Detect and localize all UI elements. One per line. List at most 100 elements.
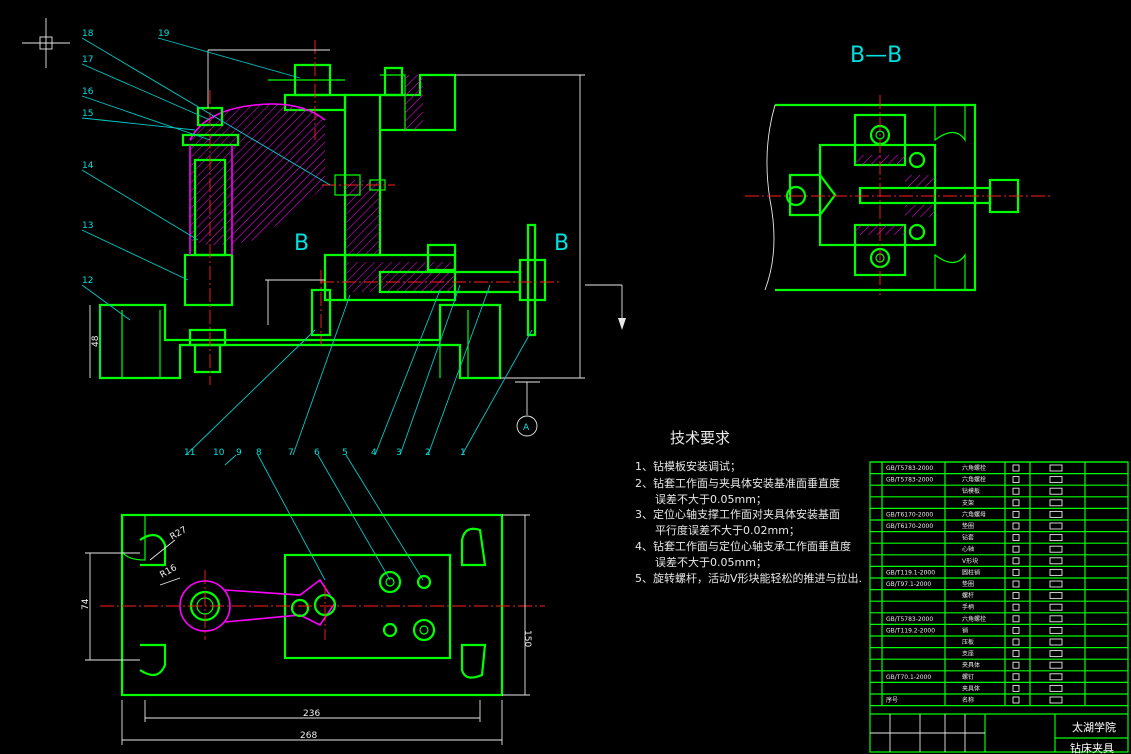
title-block-drawing-name: 钻床夹具	[1070, 741, 1114, 754]
bom-material-box	[1049, 626, 1063, 634]
bom-qty-box	[1012, 615, 1020, 623]
bom-name: 六角螺栓	[962, 615, 986, 623]
bom-qty-box	[1012, 499, 1020, 507]
leader-lines	[81, 37, 533, 581]
cursor-crosshair-icon	[22, 18, 70, 68]
bom-qty-box	[1012, 673, 1020, 681]
bom-material-box	[1049, 603, 1063, 611]
part-label-4: 4	[371, 448, 377, 458]
part-label-9: 9	[236, 448, 242, 458]
bom-name: 六角螺栓	[962, 476, 986, 484]
requirement-item: 误差不大于0.05mm；	[655, 492, 767, 506]
bom-name: 螺杆	[962, 592, 974, 600]
bom-name: 六角螺母	[962, 510, 986, 518]
datum-label: A	[523, 423, 530, 433]
bom-material-box	[1049, 673, 1063, 681]
bom-material-box	[1049, 615, 1063, 623]
part-label-11: 11	[184, 448, 195, 458]
requirement-item: 2、钻套工作面与夹具体安装基准面垂直度	[635, 476, 840, 490]
part-label-18: 18	[82, 29, 94, 39]
bom-standard: GB/T5783-2000	[886, 616, 933, 623]
bom-standard: GB/T119.1-2000	[886, 569, 935, 576]
bom-qty-box	[1012, 545, 1020, 553]
bom-qty-box	[1012, 592, 1020, 600]
bom-qty-box	[1012, 522, 1020, 530]
bom-material-box	[1049, 534, 1063, 542]
bom-name: 夹具体	[962, 684, 980, 692]
dim-150: 150	[522, 630, 532, 647]
bom-material-box	[1049, 476, 1063, 484]
bom-material-box	[1049, 696, 1063, 704]
bom-name: 压板	[962, 638, 974, 646]
bom-material-box	[1049, 487, 1063, 495]
bom-standard: GB/T6170-2000	[886, 523, 933, 530]
bom-standard: GB/T119.2-2000	[886, 627, 935, 634]
part-label-3: 3	[396, 448, 402, 458]
bom-name: 钻套	[962, 534, 974, 542]
requirement-item: 3、定位心轴支撑工作面对夹具体安装基面	[635, 507, 840, 521]
bom-material-box	[1049, 545, 1063, 553]
bom-name: 钻模板	[962, 487, 980, 495]
part-label-7: 7	[288, 448, 294, 458]
part-label-1: 1	[460, 448, 466, 458]
bom-name: 销	[962, 626, 968, 634]
technical-requirements: 技术要求 1、钻模板安装调试； 2、钻套工作面与夹具体安装基准面垂直度 误差不大…	[635, 429, 862, 585]
part-label-2: 2	[425, 448, 431, 458]
bom-material-box	[1049, 638, 1063, 646]
dim-236: 236	[303, 709, 320, 719]
requirement-item: 平行度误差不大于0.02mm；	[655, 523, 800, 537]
bom-qty-box	[1012, 638, 1020, 646]
bom-qty-box	[1012, 696, 1020, 704]
bom-standard: GB/T5783-2000	[886, 477, 933, 484]
part-label-12: 12	[82, 276, 93, 286]
bom-qty-box	[1012, 476, 1020, 484]
bom-qty-box	[1012, 534, 1020, 542]
bom-standard: GB/T70.1-2000	[886, 674, 931, 681]
requirement-item: 1、钻模板安装调试；	[635, 459, 741, 473]
bom-standard: GB/T97.1-2000	[886, 581, 931, 588]
bom-material-box	[1049, 522, 1063, 530]
bom-material-box	[1049, 464, 1063, 472]
bom-material-box	[1049, 510, 1063, 518]
bom-qty-box	[1012, 626, 1020, 634]
part-label-13: 13	[82, 221, 93, 231]
dim-r27: R27	[169, 525, 189, 543]
bom-qty-box	[1012, 557, 1020, 565]
section-view-title: B—B	[850, 43, 902, 68]
bom-qty-box	[1012, 650, 1020, 658]
requirements-title: 技术要求	[670, 429, 730, 447]
bom-name: 支架	[962, 499, 974, 507]
bom-material-box	[1049, 684, 1063, 692]
bom-qty-box	[1012, 684, 1020, 692]
section-mark-right: B	[554, 231, 569, 256]
requirement-item: 误差不大于0.05mm；	[655, 555, 767, 569]
part-label-15: 15	[82, 109, 93, 119]
bom-material-box	[1049, 499, 1063, 507]
dimension-texts: 48 74 150 236 268 R27 R16	[81, 335, 532, 741]
bom-qty-box	[1012, 464, 1020, 472]
part-label-14: 14	[82, 161, 94, 171]
part-label-8: 8	[256, 448, 262, 458]
bom-name: 心轴	[962, 545, 974, 553]
bom-name: 夹具体	[962, 661, 980, 669]
requirement-item: 5、旋转螺杆，活动V形块能轻松的推进与拉出.	[635, 571, 862, 585]
bom-name: 圆柱销	[962, 568, 980, 576]
bom-material-box	[1049, 592, 1063, 600]
bom-material-box	[1049, 650, 1063, 658]
part-label-10: 10	[213, 448, 225, 458]
bom-qty-box	[1012, 510, 1020, 518]
bom-material-box	[1049, 557, 1063, 565]
bom-qty-box	[1012, 580, 1020, 588]
bom-name: V形块	[962, 557, 978, 565]
title-block-school: 太湖学院	[1072, 720, 1116, 734]
dim-74: 74	[81, 598, 91, 610]
bom-name: 名称	[962, 696, 974, 704]
part-label-19: 19	[158, 29, 170, 39]
part-numbers: 18 19 17 16 15 14 13 12 11 10 9 8 7 6 5 …	[82, 29, 466, 458]
bom-qty-box	[1012, 603, 1020, 611]
requirement-item: 4、钻套工作面与定位心轴支承工作面垂直度	[635, 539, 851, 553]
bom-name: 垫圈	[962, 522, 974, 530]
bom-name: 手柄	[962, 603, 974, 611]
